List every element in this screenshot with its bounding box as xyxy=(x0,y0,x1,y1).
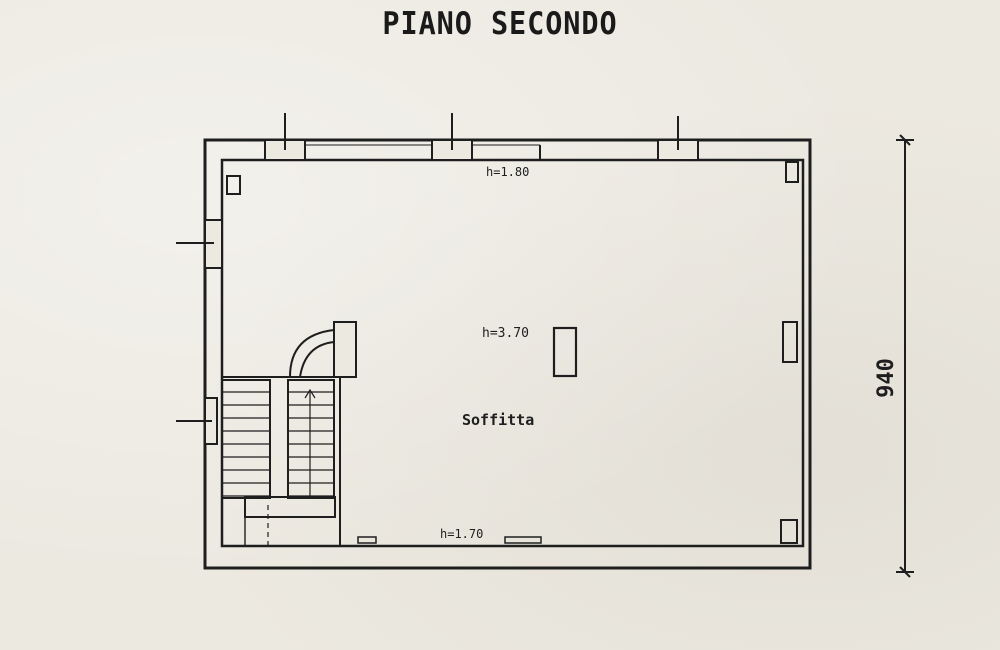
stair-treads xyxy=(222,391,334,497)
dimension-label: 940 xyxy=(874,358,899,398)
dimension-line xyxy=(896,134,914,578)
room-label: Soffitta xyxy=(462,411,534,429)
height-label-bottom: h=1.70 xyxy=(440,527,483,541)
staircase xyxy=(221,321,357,546)
top-windows xyxy=(264,113,699,161)
wall-pilasters xyxy=(226,161,799,544)
height-label-top: h=1.80 xyxy=(486,165,529,179)
chimney xyxy=(552,326,578,378)
bottom-marks xyxy=(357,536,542,544)
outer-wall xyxy=(203,138,812,570)
inner-wall xyxy=(220,158,805,548)
left-windows xyxy=(176,219,223,445)
floor-title: PIANO SECONDO xyxy=(382,6,618,42)
height-label-center: h=3.70 xyxy=(482,326,529,341)
